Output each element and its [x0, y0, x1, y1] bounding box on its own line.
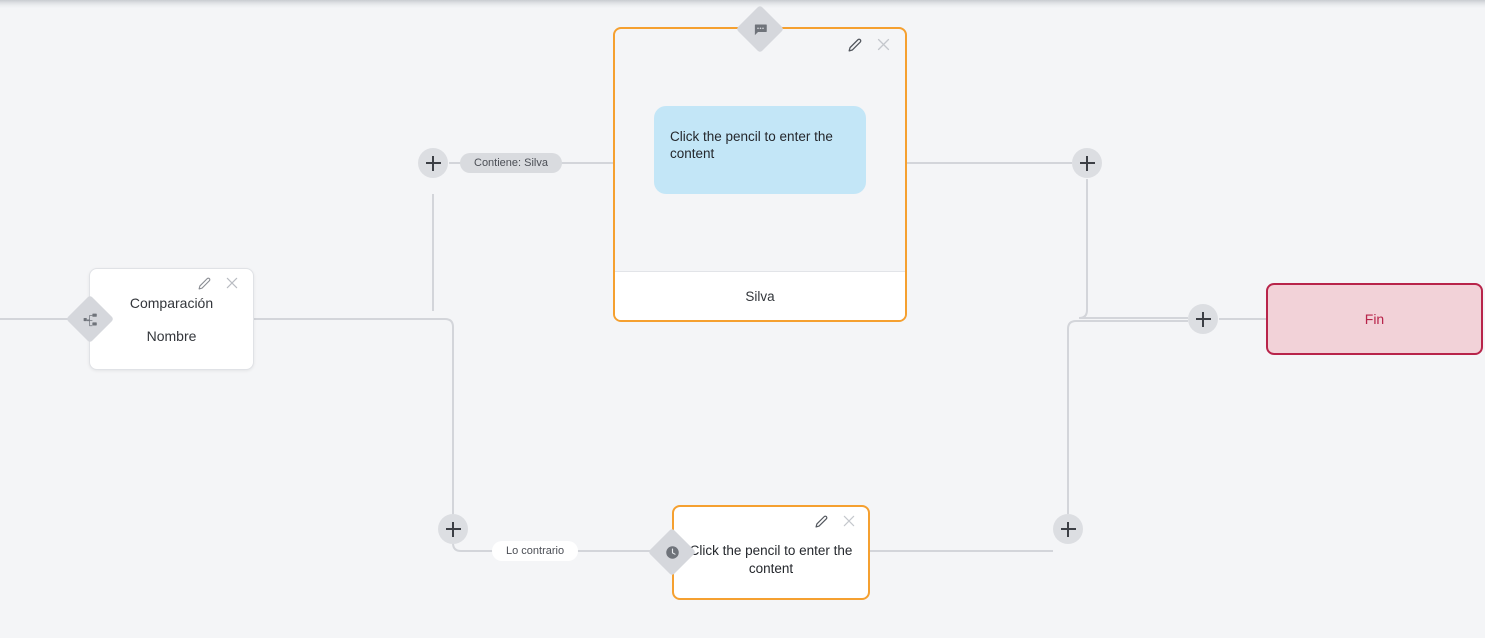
edge-label-condition-false[interactable]: Lo contrario — [492, 541, 579, 561]
pencil-icon[interactable] — [848, 38, 862, 52]
close-icon[interactable] — [842, 514, 856, 528]
add-node-before-end[interactable] — [1188, 304, 1218, 334]
add-node-true-branch-right[interactable] — [1072, 148, 1102, 178]
edge-false-merge — [1067, 320, 1188, 514]
message-true-bubble[interactable]: Click the pencil to enter the content — [654, 106, 866, 194]
close-icon[interactable] — [225, 276, 239, 290]
node-end[interactable]: Fin — [1266, 283, 1483, 355]
message-true-footer: Silva — [615, 271, 905, 320]
pencil-icon[interactable] — [815, 515, 828, 528]
pencil-icon[interactable] — [198, 277, 211, 290]
message-false-actions — [815, 514, 856, 528]
message-true-actions — [848, 37, 891, 52]
edge-label-condition-true[interactable]: Contiene: Silva — [460, 153, 562, 173]
message-false-text: Click the pencil to enter the content — [689, 542, 853, 576]
edge-true-merge — [1078, 179, 1088, 319]
comparacion-actions — [198, 276, 239, 290]
branch-split-icon — [81, 310, 99, 328]
node-message-false[interactable]: Click the pencil to enter the content — [672, 505, 870, 600]
chat-bubble-handle[interactable] — [735, 4, 785, 54]
message-true-body: Click the pencil to enter the content — [615, 29, 905, 271]
add-node-false-branch-left[interactable] — [438, 514, 468, 544]
clock-icon — [663, 543, 681, 561]
close-icon[interactable] — [876, 37, 891, 52]
node-comparacion[interactable]: Comparación Nombre — [89, 268, 254, 370]
add-node-true-branch-left[interactable] — [418, 148, 448, 178]
node-comparacion-subtitle: Nombre — [146, 327, 197, 344]
add-node-false-branch-right[interactable] — [1053, 514, 1083, 544]
branch-split-handle[interactable] — [65, 294, 115, 344]
chat-bubble-icon — [751, 20, 769, 38]
node-comparacion-title: Comparación — [129, 294, 214, 311]
edge-false-down — [425, 318, 454, 514]
clock-handle[interactable] — [647, 527, 697, 577]
node-message-true[interactable]: Click the pencil to enter the content Si… — [613, 27, 907, 322]
